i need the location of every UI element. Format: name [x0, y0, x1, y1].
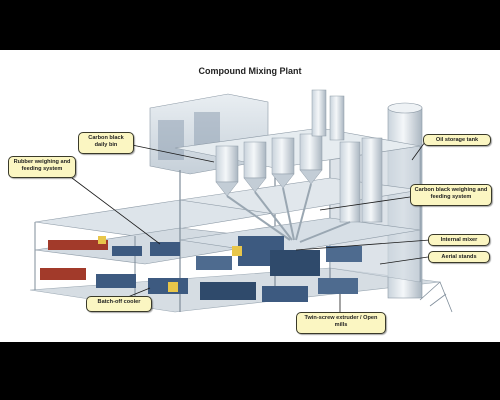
callout-oil-storage-tank: Oil storage tank: [423, 134, 491, 146]
callout-carbon-black-daily-bin: Carbon black daily bin: [78, 132, 134, 154]
feeding-pipes: [226, 183, 351, 243]
callout-batch-off-cooler-text: Batch-off cooler: [97, 299, 141, 305]
callout-carbon-black-daily-bin-text: Carbon black daily bin: [88, 135, 124, 148]
callout-twin-screw-extruder-text: Twin-screw extruder / Open mills: [304, 315, 378, 328]
callout-twin-screw-extruder: Twin-screw extruder / Open mills: [296, 312, 386, 334]
callout-aerial-stands: Aerial stands: [428, 251, 490, 263]
callout-oil-storage-tank-text: Oil storage tank: [435, 137, 479, 143]
callout-rubber-weighing-text: Rubber weighing and feeding system: [13, 159, 71, 172]
callout-carbon-black-weighing: Carbon black weighing and feeding system: [410, 184, 492, 206]
callout-rubber-weighing: Rubber weighing and feeding system: [8, 156, 76, 178]
aerial-stand: [419, 281, 453, 313]
diagram-title: Compound Mixing Plant: [198, 66, 302, 76]
callout-internal-mixer-text: Internal mixer: [440, 237, 478, 243]
callout-carbon-black-weighing-text: Carbon black weighing and feeding system: [414, 187, 488, 200]
diagram-panel: Compound Mixing Plant: [0, 50, 500, 342]
machinery: [40, 236, 362, 302]
callout-aerial-stands-text: Aerial stands: [441, 254, 477, 260]
callout-batch-off-cooler: Batch-off cooler: [86, 296, 152, 312]
callout-internal-mixer: Internal mixer: [428, 234, 490, 246]
